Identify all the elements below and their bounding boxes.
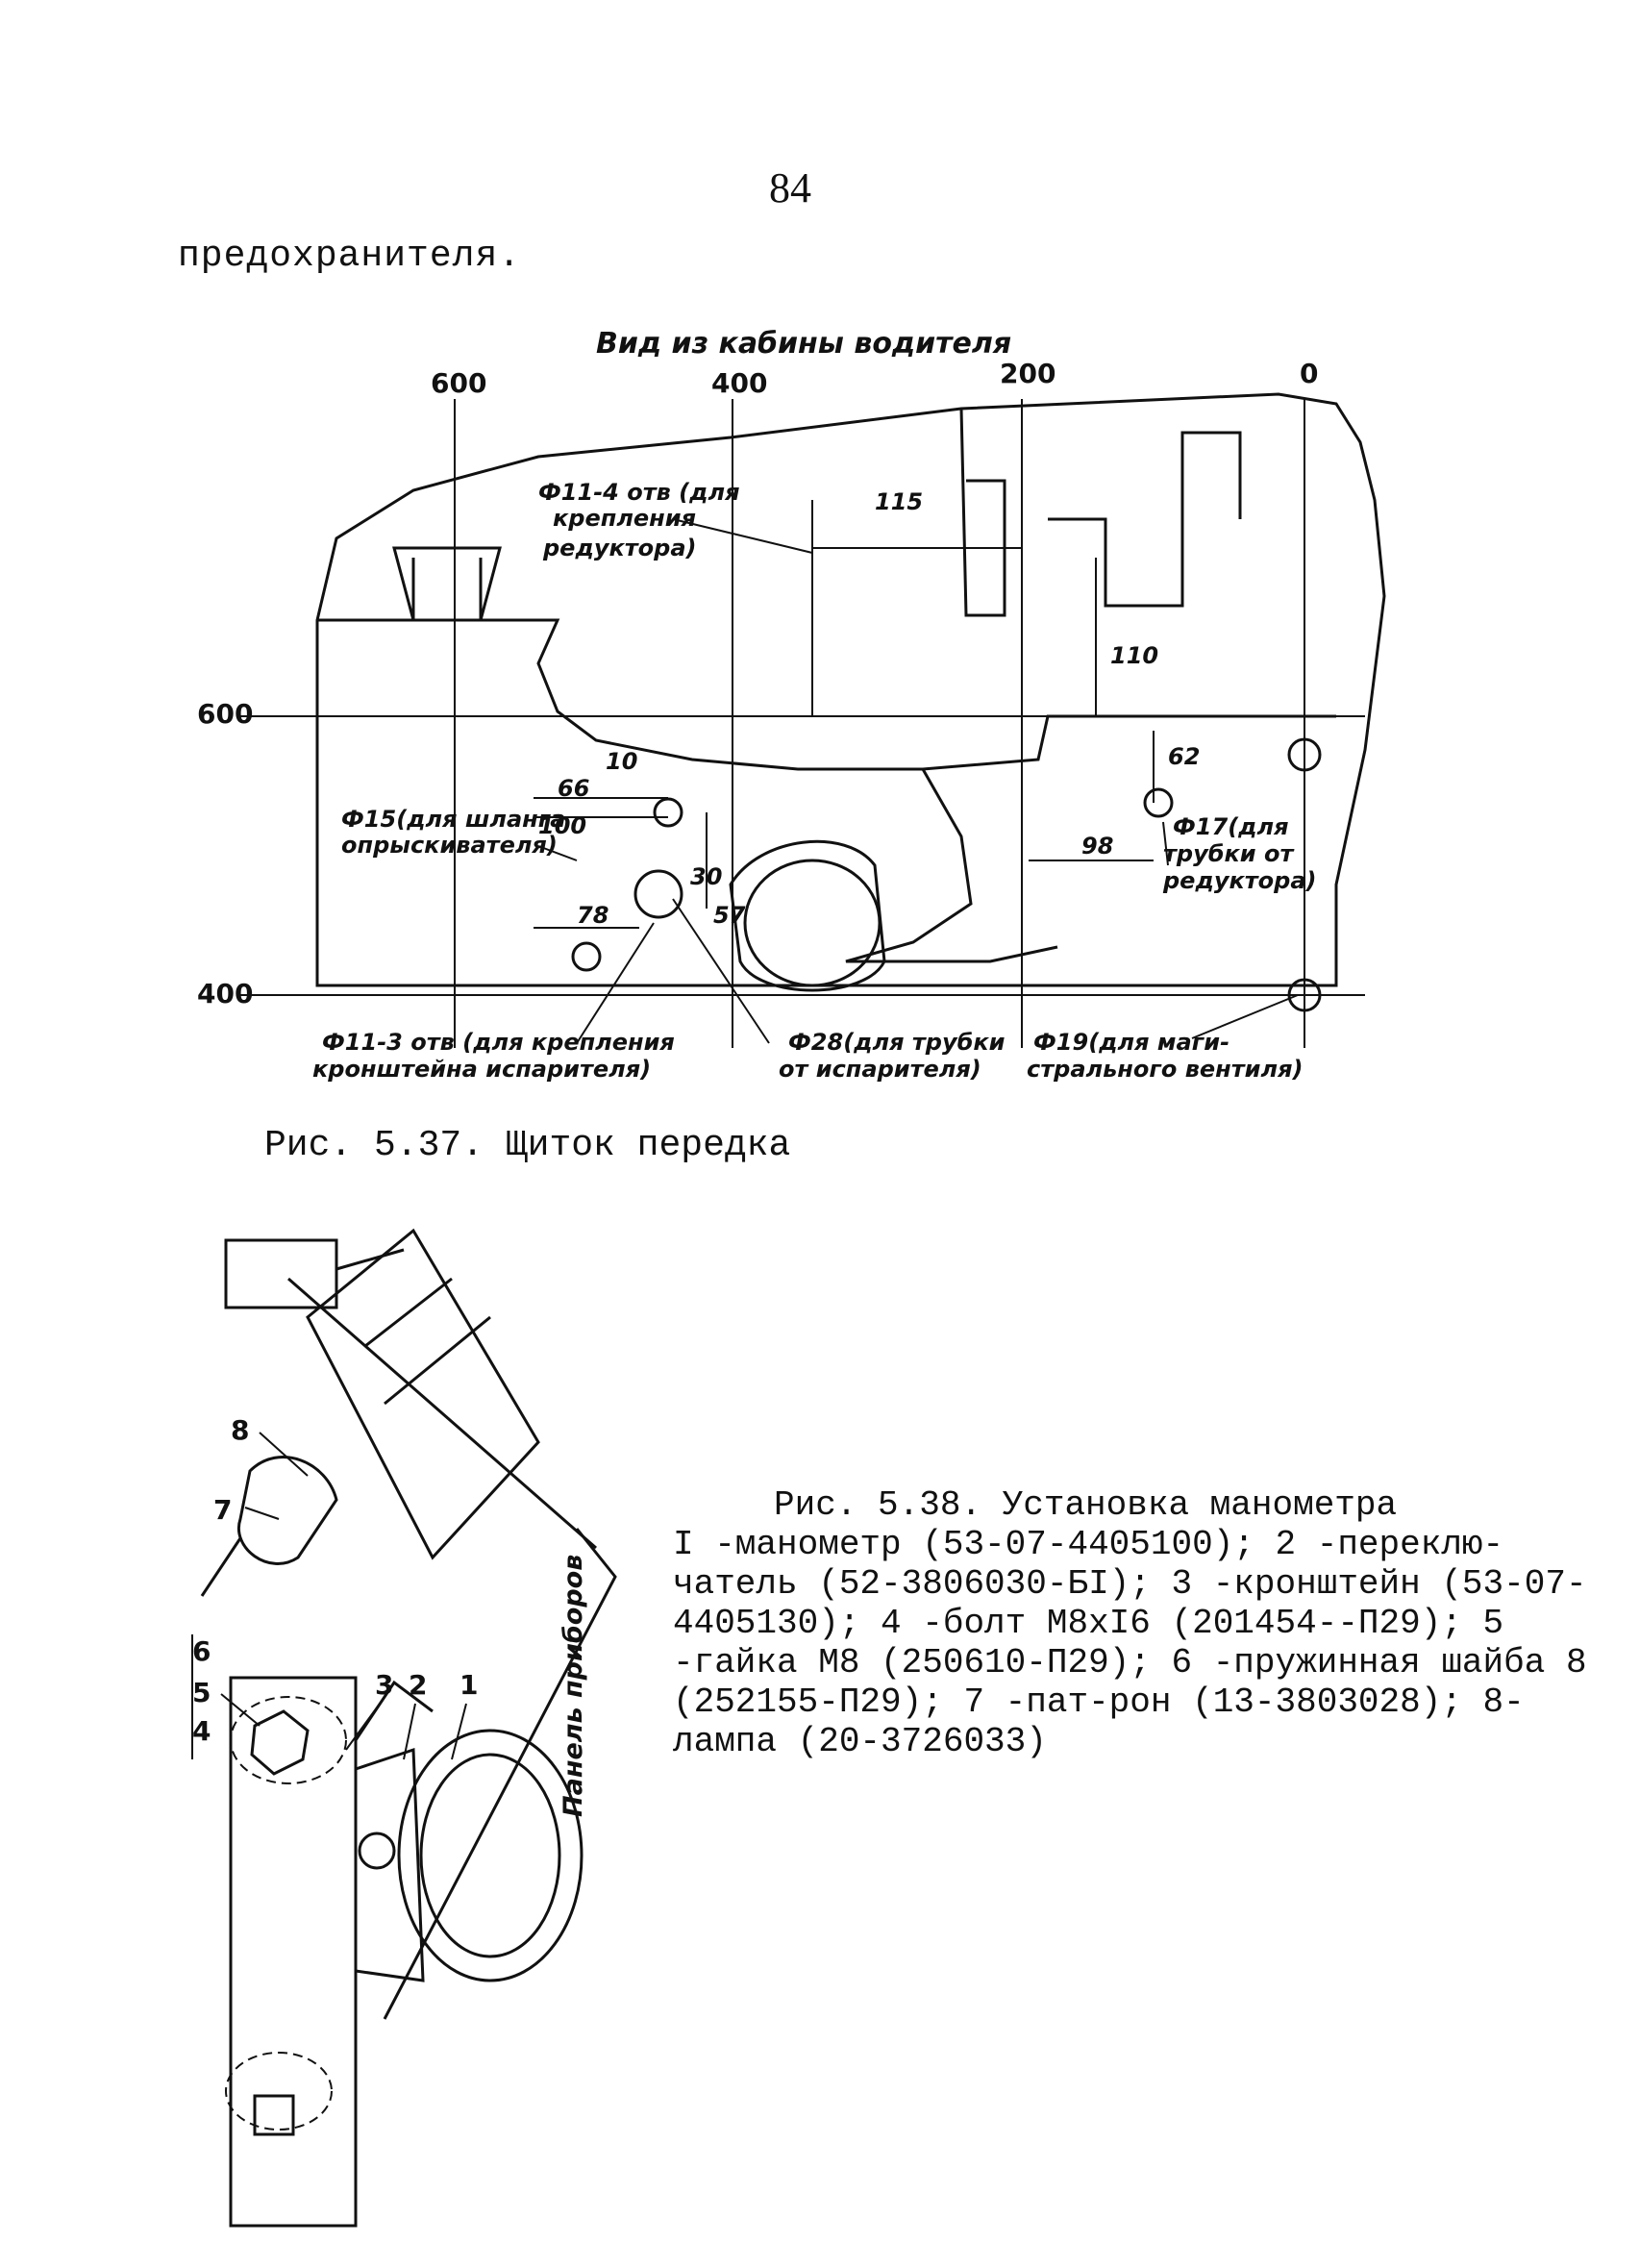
callout-phi17-1: Ф17(для: [1173, 813, 1289, 840]
callout-phi11b-1: Ф11-3 отв (для крепления: [322, 1029, 675, 1056]
figure-5-37-drawing: Вид из кабины водителя 600 400 200 0 600…: [197, 327, 1386, 1083]
figure-5-38-caption-title: Рис. 5.38. Установка манометра: [774, 1485, 1398, 1525]
page-number: 84: [769, 164, 811, 212]
part-1: 1: [459, 1669, 478, 1701]
figure-5-37-caption: Рис. 5.37. Щиток передка: [264, 1125, 791, 1166]
scale-top-0: 0: [1300, 358, 1318, 389]
dim-57: 57: [713, 902, 746, 929]
callout-phi11-3: редуктора): [542, 535, 697, 561]
dim-78: 78: [577, 902, 608, 929]
part-4: 4: [192, 1715, 211, 1747]
dim-62: 62: [1168, 743, 1200, 770]
callout-phi11-1: Ф11-4 отв (для: [538, 479, 740, 506]
panel-outline: [315, 392, 1386, 987]
part-3: 3: [375, 1669, 393, 1701]
dim-100: 100: [538, 812, 586, 839]
part-2: 2: [409, 1669, 427, 1701]
figure-5-38-caption: Рис. 5.38. Установка манометра I -маноме…: [673, 1485, 1596, 1761]
scale-side-600: 600: [197, 698, 253, 730]
carry-over-text: предохранителя.: [178, 236, 522, 277]
callout-phi17-3: редуктора): [1162, 867, 1317, 894]
callout-phi28-2: от испарителя): [779, 1056, 981, 1083]
hole-phi11-a: [571, 941, 602, 972]
dim-115: 115: [875, 488, 923, 515]
callout-phi15-2: опрыскивателя): [341, 832, 558, 859]
view-title: Вид из кабины водителя: [596, 327, 1011, 361]
part-8: 8: [231, 1414, 249, 1446]
callout-phi19-1: Ф19(для маги-: [1033, 1029, 1229, 1056]
panel-label: Панель приборов: [559, 1555, 588, 1817]
scale-top-200: 200: [1000, 358, 1055, 389]
callout-phi19-2: стрального вентиля): [1027, 1056, 1303, 1083]
hole-phi28: [633, 869, 683, 919]
callout-phi11-2: крепления: [553, 505, 696, 532]
callout-phi17-2: трубки от: [1163, 840, 1295, 867]
dim-10: 10: [606, 748, 637, 775]
scale-side-400: 400: [197, 978, 253, 1009]
dim-110: 110: [1110, 642, 1158, 669]
hole-phi17: [1143, 787, 1174, 818]
scale-top-400: 400: [711, 367, 767, 399]
manometer-gauge: [397, 1729, 584, 1982]
dim-66: 66: [558, 775, 589, 802]
dim-98: 98: [1081, 833, 1113, 860]
part-5: 5: [192, 1677, 211, 1708]
callout-phi11b-2: кронштейна испарителя): [312, 1056, 651, 1083]
part-7: 7: [213, 1494, 232, 1526]
callout-phi28-1: Ф28(для трубки: [788, 1029, 1006, 1056]
dim-30: 30: [690, 863, 722, 890]
hole-right: [1287, 737, 1322, 772]
callout-phi15-1: Ф15(для шланга: [341, 806, 565, 833]
figure-5-38-caption-body: I -манометр (53-07-4405100); 2 -переклю-…: [673, 1525, 1587, 1761]
hole-phi15: [653, 797, 683, 828]
hole-phi19: [1287, 978, 1322, 1012]
scale-top-600: 600: [431, 367, 486, 399]
part-6: 6: [192, 1635, 211, 1667]
